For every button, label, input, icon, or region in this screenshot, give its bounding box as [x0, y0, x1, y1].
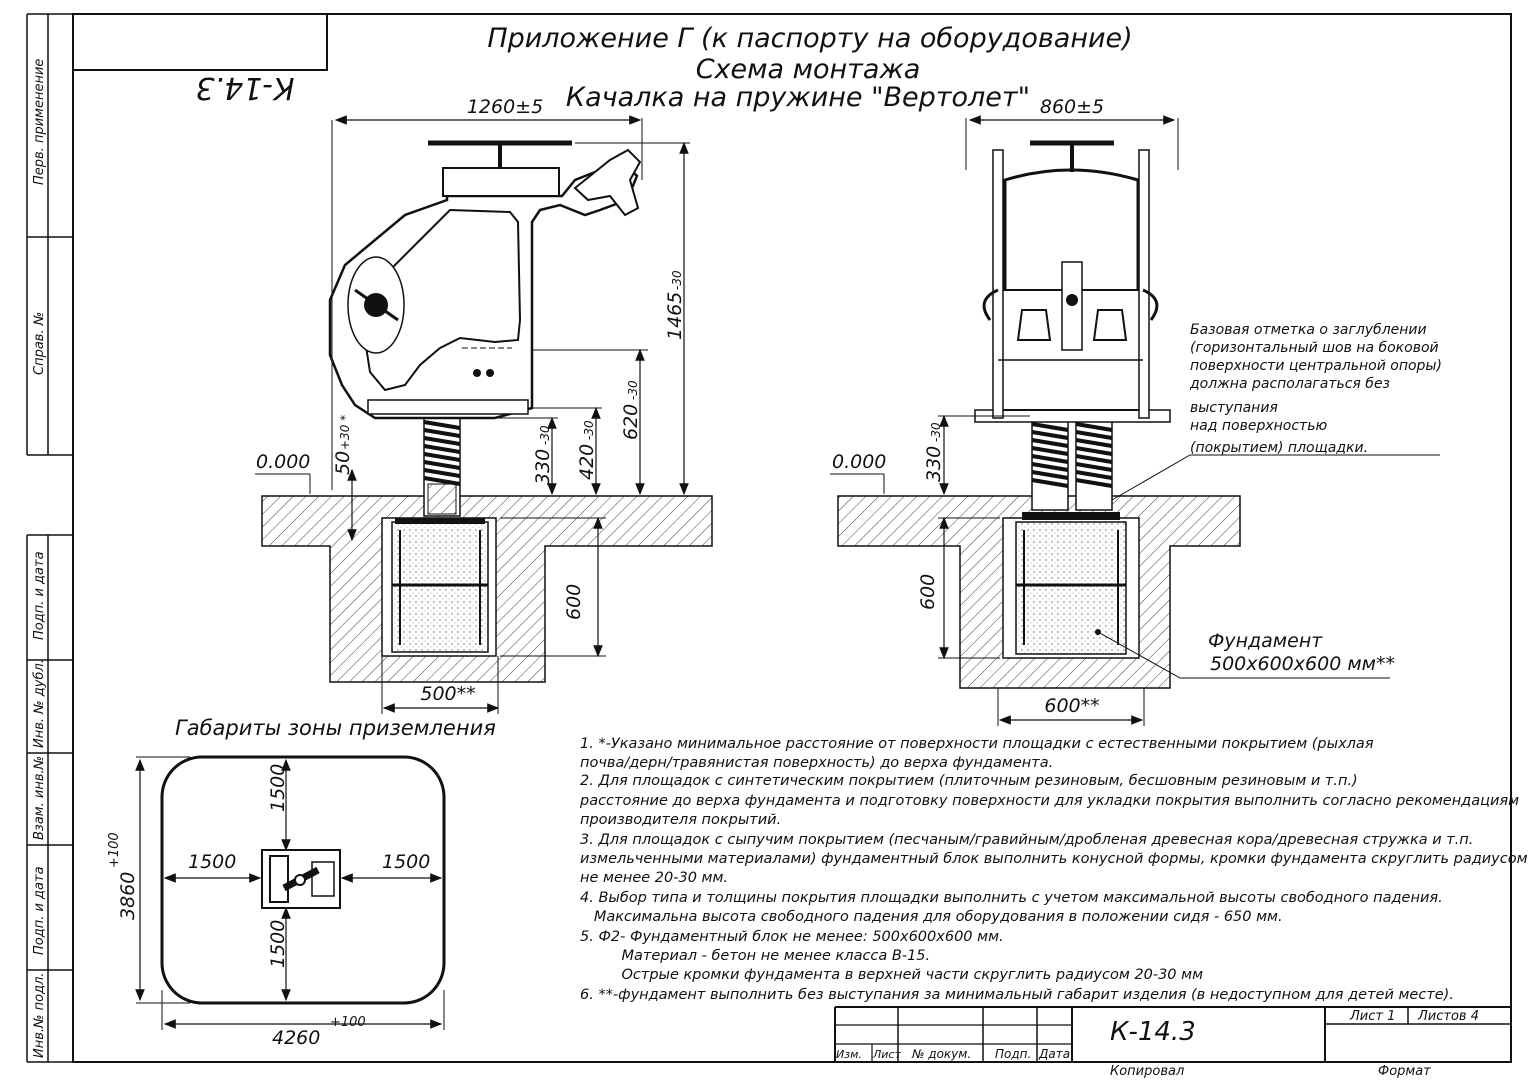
- zone-width-tol: +100: [330, 1015, 366, 1030]
- header-line-1: Приложение Г (к паспорту на оборудование…: [487, 23, 1132, 54]
- zone-right-dim: 1500: [382, 851, 430, 873]
- base-note: Базовая отметка о заглублении (горизонта…: [1189, 322, 1442, 456]
- header-line-2: Схема монтажа: [696, 54, 921, 85]
- svg-text:(горизонтальный шов на боковой: (горизонтальный шов на боковой: [1190, 340, 1439, 356]
- left-h-620-tol: -30: [626, 380, 640, 400]
- left-found-width: 500**: [420, 683, 475, 705]
- left-h-420: 420: [576, 444, 598, 480]
- left-h-total: 1465: [664, 292, 686, 340]
- left-h-50-tol: +30 *: [338, 415, 352, 450]
- right-view: [830, 115, 1440, 726]
- svg-text:(покрытием) площадки.: (покрытием) площадки.: [1190, 440, 1368, 456]
- zone-top-dim: 1500: [267, 764, 289, 812]
- stamp-sheets: Листов 4: [1417, 1009, 1479, 1024]
- left-h-620: 620: [620, 404, 642, 440]
- svg-text:1. *-Указано минимальное расст: 1. *-Указано минимальное расстояние от п…: [580, 736, 1374, 752]
- left-width-dim: 1260±5: [467, 96, 543, 118]
- left-h-330-tol: -30: [538, 425, 552, 445]
- right-found-width: 600**: [1044, 695, 1099, 717]
- right-h-330-tol: -30: [929, 422, 943, 442]
- left-helicopter-body: [328, 140, 642, 420]
- stamp-podp: Подп.: [995, 1047, 1031, 1061]
- svg-text:Максимальна высота свободного: Максимальна высота свободного падения дл…: [580, 909, 1283, 925]
- side-label-ref-no: Справ. №: [32, 312, 47, 375]
- zone-height-tol: +100: [107, 832, 122, 868]
- left-zero-mark: 0.000: [256, 451, 310, 473]
- right-depth: 600: [917, 574, 939, 610]
- stamp-code: К-14.3: [1110, 1017, 1196, 1047]
- product-top-view: [261, 849, 341, 909]
- zone-height-dim: 3860: [117, 872, 139, 920]
- svg-text:5. Ф2- Фундаментный блок не ме: 5. Ф2- Фундаментный блок не менее: 500х6…: [580, 929, 1004, 945]
- svg-text:почва/дерн/травянистая поверхн: почва/дерн/травянистая поверхность) до в…: [580, 755, 1053, 771]
- right-width-dim: 860±5: [1040, 96, 1104, 118]
- stamp-sheet: Лист 1: [1349, 1009, 1395, 1024]
- svg-text:производителя покрытий.: производителя покрытий.: [580, 812, 781, 828]
- notes-block: 1. *-Указано минимальное расстояние от п…: [579, 736, 1528, 1003]
- foundation-label-1: Фундамент: [1208, 630, 1323, 652]
- svg-text:2. Для площадок с синтетически: 2. Для площадок с синтетическим покрытие…: [580, 773, 1358, 789]
- side-label-first-use: Перв. применение: [32, 59, 47, 185]
- stamp-format: Формат: [1378, 1064, 1431, 1079]
- side-label-orig-inv: Инв.№ подл.: [32, 972, 47, 1058]
- code-mirrored: К-14.3: [196, 70, 295, 105]
- svg-text:6. **-фундамент выполнить без: 6. **-фундамент выполнить без выступания…: [580, 987, 1454, 1003]
- left-h-total-tol: -30: [670, 270, 684, 290]
- svg-text:расстояние до верха фундамента: расстояние до верха фундамента и подгото…: [579, 793, 1519, 809]
- code-box: [72, 13, 328, 71]
- foundation-label-2: 500х600х600 мм**: [1210, 653, 1395, 675]
- zone-title: Габариты зоны приземления: [175, 716, 496, 740]
- zone-bottom-dim: 1500: [267, 920, 289, 968]
- left-spring: [423, 415, 461, 517]
- zone-left-dim: 1500: [188, 851, 236, 873]
- header-line-3: Качалка на пружине "Вертолет": [566, 82, 1030, 113]
- zone-width-dim: 4260: [272, 1027, 320, 1049]
- left-h-420-tol: -30: [582, 420, 596, 440]
- svg-text:Острые кромки фундамента в вер: Острые кромки фундамента в верхней части…: [580, 967, 1203, 983]
- svg-text:должна располагаться без: должна располагаться без: [1189, 376, 1390, 392]
- svg-text:над поверхностью: над поверхностью: [1190, 418, 1327, 434]
- svg-text:измельченными материалами) фун: измельченными материалами) фундаментный …: [580, 851, 1528, 867]
- svg-text:Базовая отметка о заглублении: Базовая отметка о заглублении: [1190, 322, 1427, 338]
- side-strip: [26, 13, 73, 1063]
- svg-text:не менее 20-30 мм.: не менее 20-30 мм.: [580, 870, 728, 886]
- svg-text:4. Выбор типа и толщины покрыт: 4. Выбор типа и толщины покрытия площадк…: [580, 890, 1443, 906]
- stamp-copied: Копировал: [1110, 1064, 1184, 1079]
- side-label-replace-inv: Взам. инв.№: [32, 756, 47, 840]
- side-label-dup-inv: Инв. № дубл.: [32, 659, 47, 748]
- sheet-frame: [72, 13, 1512, 1063]
- right-zero-mark: 0.000: [832, 451, 886, 473]
- left-h-330: 330: [532, 449, 554, 485]
- stamp-list: Лист: [872, 1048, 901, 1061]
- svg-text:выступания: выступания: [1190, 400, 1278, 416]
- left-view: [255, 115, 713, 714]
- right-springs: [1031, 417, 1113, 511]
- left-depth: 600: [563, 584, 585, 620]
- svg-text:поверхности центральной опоры): поверхности центральной опоры): [1190, 358, 1442, 374]
- right-helicopter-front: [974, 140, 1171, 423]
- stamp-data: Дата: [1038, 1047, 1070, 1061]
- title-stamp: [834, 1006, 1511, 1062]
- stamp-izm: Изм.: [836, 1048, 862, 1061]
- right-foundation-block: [1015, 521, 1127, 655]
- right-h-330: 330: [923, 446, 945, 482]
- stamp-doc: № докум.: [911, 1047, 971, 1061]
- side-label-sign-date-2: Подп. и дата: [32, 866, 47, 955]
- svg-text:Материал - бетон не менее клас: Материал - бетон не менее класса В-15.: [580, 948, 930, 964]
- svg-text:3. Для площадок с сыпучим покр: 3. Для площадок с сыпучим покрытием (пес…: [580, 832, 1473, 848]
- left-h-50: 50: [332, 451, 354, 475]
- side-label-sign-date-1: Подп. и дата: [32, 551, 47, 640]
- left-foundation-block: [391, 521, 489, 653]
- landing-zone: [135, 755, 446, 1030]
